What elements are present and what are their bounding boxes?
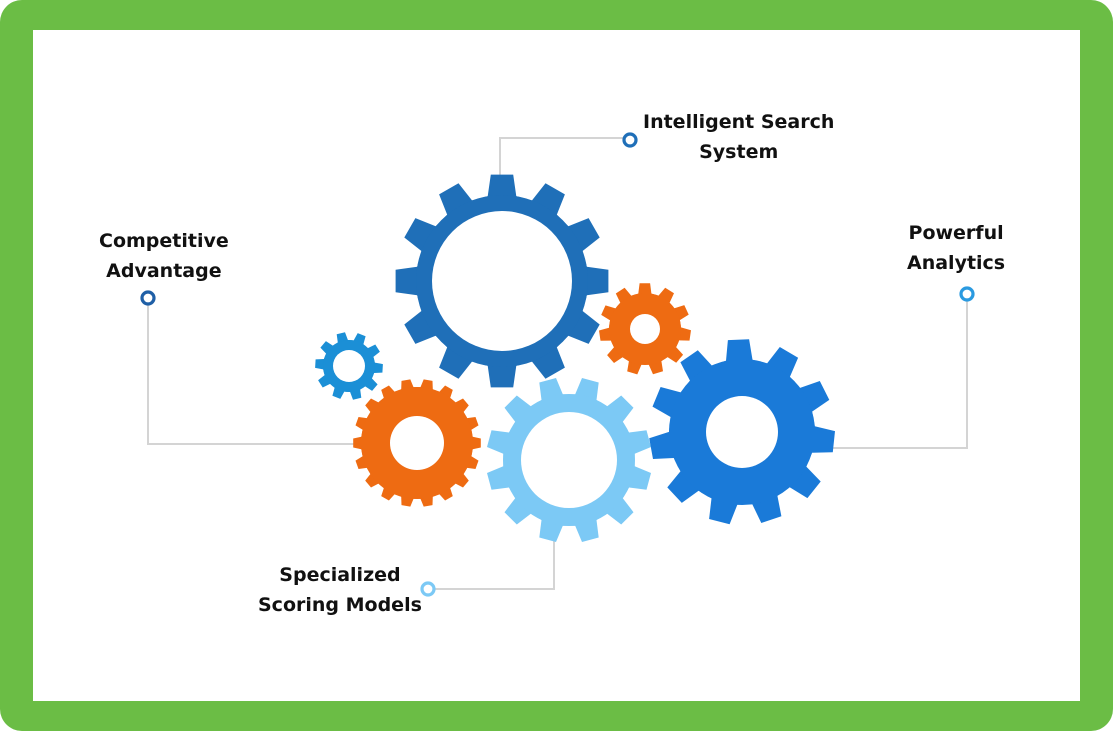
label-powerful-analytics-line2: Analytics xyxy=(907,252,1006,274)
gears-group xyxy=(315,174,835,542)
gear-small-orange xyxy=(599,283,691,375)
dot-powerful-analytics xyxy=(959,286,975,302)
dot-specialized-scoring xyxy=(420,581,436,597)
gear-medium-orange xyxy=(353,379,481,507)
gear-medium-orange-hole xyxy=(390,416,444,470)
connector-lines xyxy=(147,137,968,590)
gear-large-mid-blue xyxy=(649,339,835,525)
dot-intelligent-search xyxy=(622,132,638,148)
dot-competitive-advantage xyxy=(140,290,156,306)
connector-intelligent-search xyxy=(499,137,623,178)
label-competitive-advantage-line1: Competitive xyxy=(99,230,229,252)
label-specialized-scoring: Specialized Scoring Models xyxy=(258,560,422,620)
gear-small-blue-hole xyxy=(333,350,365,382)
gear-large-dark-blue xyxy=(395,174,609,388)
label-intelligent-search-line2: System xyxy=(699,141,779,163)
diagram-canvas: Intelligent Search System Competitive Ad… xyxy=(33,30,1080,701)
gear-light-blue xyxy=(487,378,651,542)
endpoint-dots xyxy=(140,132,975,597)
gear-large-dark-blue-hole xyxy=(432,211,572,351)
label-powerful-analytics: Powerful Analytics xyxy=(907,218,1005,278)
connector-specialized-scoring xyxy=(433,535,555,590)
label-specialized-scoring-line1: Specialized xyxy=(279,564,401,586)
label-intelligent-search: Intelligent Search System xyxy=(643,107,834,167)
gear-large-mid-blue-hole xyxy=(706,396,778,468)
connector-powerful-analytics xyxy=(813,300,968,449)
label-competitive-advantage-line2: Advantage xyxy=(106,260,222,282)
label-intelligent-search-line1: Intelligent Search xyxy=(643,111,835,133)
label-specialized-scoring-line2: Scoring Models xyxy=(258,594,422,616)
gears-diagram xyxy=(140,132,975,597)
connector-competitive-advantage xyxy=(147,304,373,445)
gear-light-blue-hole xyxy=(521,412,617,508)
label-competitive-advantage: Competitive Advantage xyxy=(99,226,229,286)
gear-small-blue xyxy=(315,332,383,400)
gear-small-orange-hole xyxy=(630,314,660,344)
label-powerful-analytics-line1: Powerful xyxy=(908,222,1004,244)
